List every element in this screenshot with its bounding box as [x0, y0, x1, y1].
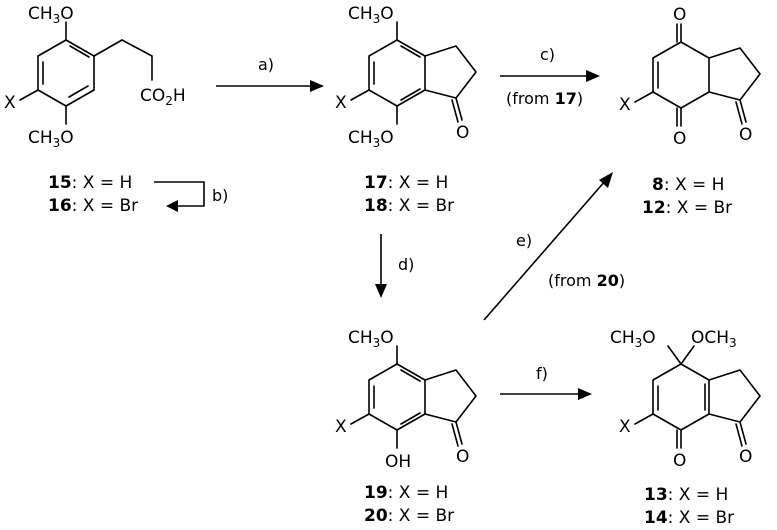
compound-label: 8: X = H — [652, 175, 724, 195]
carboxylic-acid-label: CO2H — [140, 86, 186, 108]
carbonyl-oxygen: O — [456, 447, 469, 467]
arrow-label: b) — [212, 186, 228, 205]
methoxy-label: CH3O — [348, 4, 394, 26]
carbonyl-oxygen: O — [673, 451, 686, 471]
compound-label: 12: X = Br — [642, 198, 732, 218]
carbonyl-oxygen: O — [739, 125, 752, 145]
compound-label: 18: X = Br — [364, 196, 454, 216]
compound-label: 13: X = H — [644, 485, 728, 505]
substituent-x: X — [335, 93, 347, 113]
substituent-x: X — [619, 417, 631, 437]
methoxy-label: CH3O — [28, 128, 74, 150]
arrow-label: c) — [540, 45, 555, 64]
arrow-label: e) — [516, 231, 532, 250]
compound-label: 15: X = H — [48, 173, 132, 193]
methoxy-label: CH3O — [348, 328, 394, 350]
substituent-x: X — [4, 93, 16, 113]
arrow-a: a) — [216, 55, 324, 92]
arrow-f: f) — [500, 364, 592, 400]
methoxy-label: CH3O — [348, 128, 394, 150]
arrow-label: f) — [536, 364, 548, 383]
compound-label: 14: X = Br — [644, 508, 734, 528]
compound-label: 19: X = H — [364, 483, 448, 503]
compound-label: 20: X = Br — [364, 506, 454, 526]
methoxy-label: CH3O — [610, 328, 656, 350]
structure-8-12: O O O X — [619, 5, 761, 149]
compound-labels: 15: X = H 16: X = Br 17: X = H 18: X = B… — [48, 173, 734, 528]
structure-19-20: O CH3O OH X — [335, 328, 477, 472]
arrow-label: d) — [398, 255, 414, 274]
carbonyl-oxygen: O — [673, 5, 686, 25]
substituent-x: X — [335, 417, 347, 437]
methoxy-label: CH3O — [28, 4, 74, 26]
substituent-x: X — [619, 95, 631, 115]
arrow-note: (from 20) — [548, 271, 625, 290]
structure-13-14: O CH3O OCH3 O X — [610, 328, 761, 471]
compound-label: 17: X = H — [364, 173, 448, 193]
arrow-d: d) — [375, 234, 414, 298]
structure-17-18: O CH3O CH3O X — [335, 4, 477, 150]
arrow-e: e) (from 20) — [483, 172, 625, 321]
carbonyl-oxygen: O — [739, 447, 752, 467]
arrow-label: a) — [258, 55, 274, 74]
arrow-b: b) — [154, 181, 228, 212]
methoxy-label: OCH3 — [691, 328, 737, 350]
arrow-c: c) (from 17) — [500, 45, 600, 108]
arrow-note: (from 17) — [506, 89, 583, 108]
hydroxy-label: OH — [385, 452, 411, 472]
structure-15-16: CH3O CH3O X CO2H — [4, 4, 186, 150]
carbonyl-oxygen: O — [456, 123, 469, 143]
carbonyl-oxygen: O — [673, 129, 686, 149]
compound-label: 16: X = Br — [48, 196, 138, 216]
